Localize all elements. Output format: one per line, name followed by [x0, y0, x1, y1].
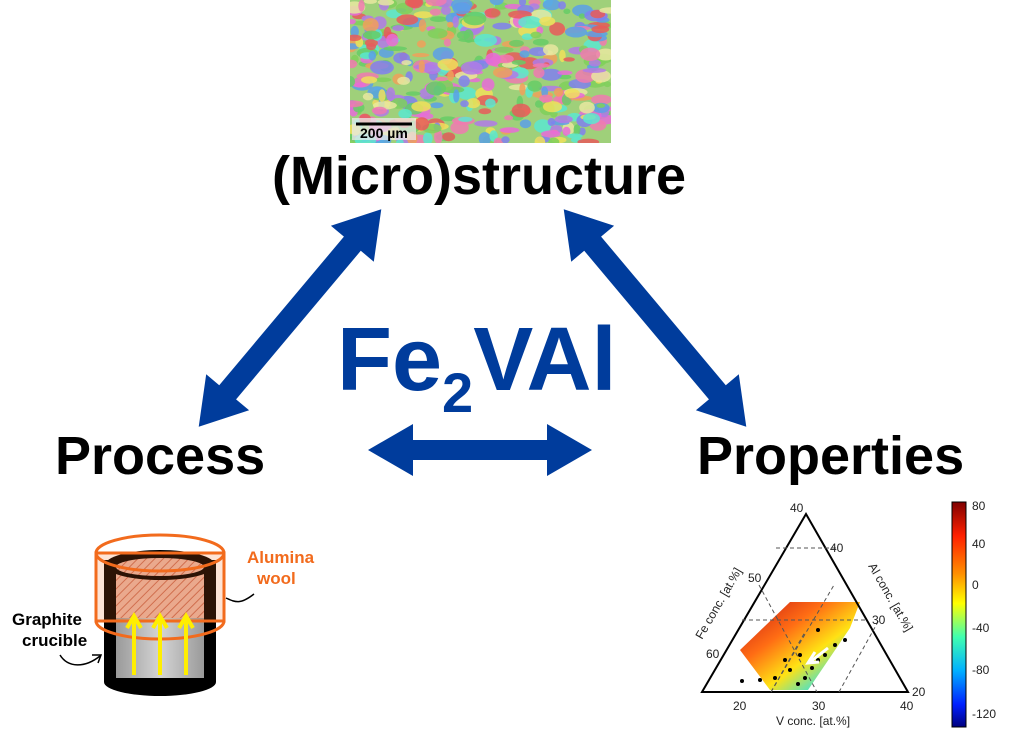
arrow-microstructure-properties	[563, 209, 747, 427]
micrograph-image: 200 µm	[350, 0, 611, 143]
crucible-illustration: Alumina wool Graphite crucible	[12, 533, 315, 696]
ternary-right-tick-1: 30	[872, 613, 886, 627]
compound-base-val: VAl	[473, 310, 616, 410]
colorbar-tick-4: -80	[972, 663, 990, 677]
graphite-label-line2: crucible	[22, 631, 87, 650]
colorbar-tick-5: -120	[972, 707, 996, 721]
colorbar-tick-0: 80	[972, 499, 986, 513]
ternary-bottom-tick-1: 30	[812, 699, 826, 713]
ternary-right-tick-0: 40	[830, 541, 844, 555]
ternary-left-tick-1: 60	[706, 647, 720, 661]
properties-label: Properties	[697, 426, 964, 486]
ternary-triangle	[700, 512, 910, 693]
ternary-bottom-tick-2: 40	[900, 699, 914, 713]
ternary-right-tick-2: 20	[912, 685, 926, 699]
heat-arrows	[125, 612, 195, 675]
colorbar-tick-1: 40	[972, 537, 986, 551]
colorbar-tick-2: 0	[972, 578, 979, 592]
ternary-apex-label: 40	[790, 501, 804, 515]
graphite-label-line1: Graphite	[12, 610, 82, 629]
arrow-process-microstructure	[198, 209, 382, 427]
microstructure-label: (Micro)structure	[272, 146, 686, 206]
ternary-bottom-axis-label: V conc. [at.%]	[776, 714, 850, 728]
process-label: Process	[55, 426, 265, 486]
alumina-label-line1: Alumina	[247, 548, 315, 567]
colorbar-tick-3: -40	[972, 621, 990, 635]
scale-bar-label: 200 µm	[360, 125, 408, 141]
compound-base-fe: Fe	[337, 310, 442, 410]
alumina-label-line2: wool	[256, 569, 296, 588]
compound-subscript: 2	[442, 361, 473, 424]
colorbar: 80 40 0 -40 -80 -120	[951, 499, 996, 728]
alumina-wool-sleeve	[94, 551, 226, 623]
arrows	[198, 209, 747, 476]
compound-label: Fe2VAl	[337, 310, 617, 424]
ternary-left-axis-label: Fe conc. [at.%]	[692, 565, 744, 641]
ternary-left-tick-0: 50	[748, 571, 762, 585]
ternary-diagram: 40 40 30 20 50 60 20 30 40 V conc. [at.%…	[692, 501, 925, 728]
ternary-bottom-tick-0: 20	[733, 699, 747, 713]
colorbar-gradient	[951, 501, 967, 728]
arrow-process-properties	[368, 424, 592, 476]
